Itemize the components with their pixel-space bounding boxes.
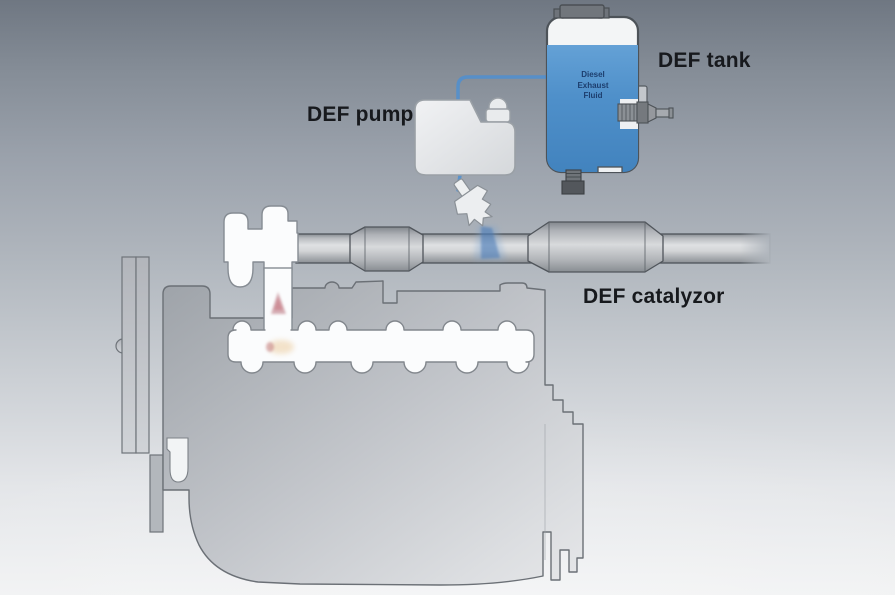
- def-tank-inscription-line2: Exhaust: [577, 80, 609, 90]
- riser-manifold-junction: [265, 327, 291, 336]
- def-tank-inscription: Diesel Exhaust Fluid: [565, 70, 621, 102]
- exhaust-manifold: [227, 320, 535, 374]
- def-line-tank-to-pump: [456, 75, 549, 106]
- def-injector: [453, 178, 493, 227]
- engine-mount-cutout: [166, 437, 189, 483]
- def-tank-cap: [553, 4, 610, 19]
- def-tank: [545, 4, 674, 195]
- def-tank-bottom-step: [597, 166, 623, 172]
- engine-block: [115, 256, 584, 586]
- def-tank-inscription-line1: Diesel: [581, 70, 605, 79]
- engine-front-plate-outer: [121, 256, 137, 454]
- def-tank-inscription-line3: Fluid: [583, 91, 603, 100]
- def-tank-drain-plug: [561, 169, 585, 195]
- def-pump-cap-base: [485, 108, 511, 123]
- def-catalyzor-body: [527, 221, 664, 273]
- def-pump-label: DEF pump: [307, 103, 414, 126]
- upstream-catalyst: [349, 226, 424, 272]
- hot-exhaust-glow: [266, 292, 294, 354]
- engine-front-plate-inner: [135, 256, 150, 454]
- def-tank-label: DEF tank: [658, 49, 751, 72]
- def-tank-side-fitting: [617, 101, 674, 124]
- def-spray: [474, 226, 506, 260]
- def-catalyzor-label: DEF catalyzor: [583, 285, 725, 308]
- def-pump: [414, 97, 516, 176]
- def-pump-body: [414, 99, 516, 176]
- engine-front-lower-bracket: [149, 454, 164, 533]
- engine-silhouette: [162, 280, 584, 586]
